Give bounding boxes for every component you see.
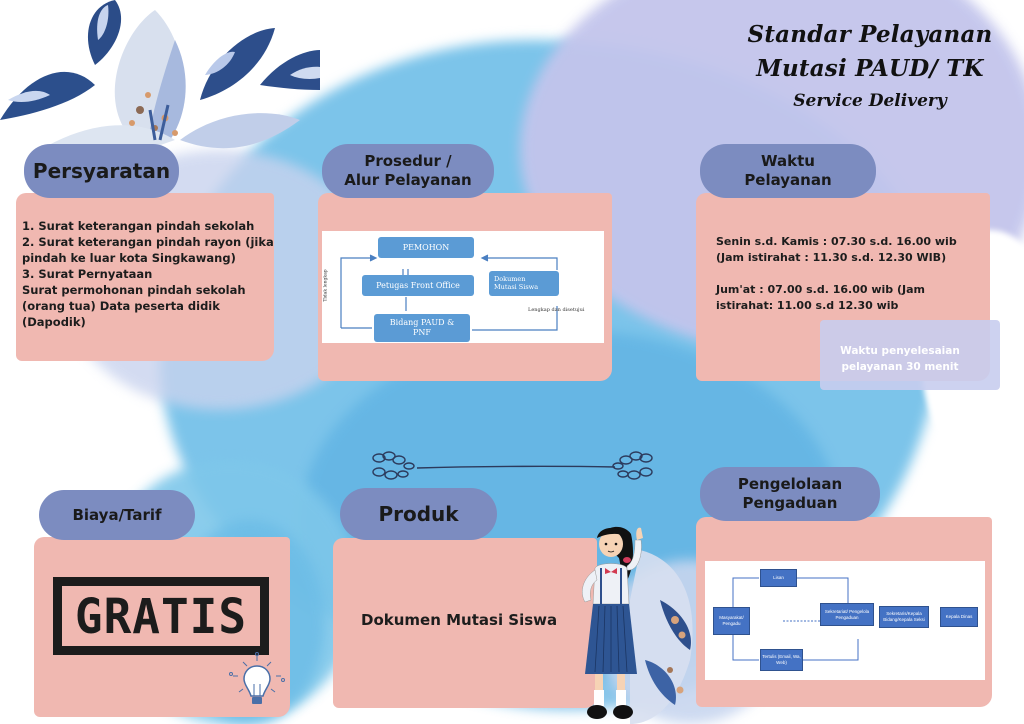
biaya-label: Biaya/Tarif (39, 490, 195, 540)
title-subtitle: Service Delivery (793, 91, 947, 111)
waktu-schedule: Senin s.d. Kamis : 07.30 s.d. 16.00 wib … (716, 234, 970, 314)
produk-card (333, 538, 597, 708)
prosedur-flowchart: PEMOHON Petugas Front Office Bidang PAUD… (322, 231, 604, 343)
flow-dokumen-line2: Mutasi Siswa (494, 282, 539, 291)
biaya-label-text: Biaya/Tarif (72, 505, 162, 524)
pengaduan-label-line2: Pengaduan (742, 494, 838, 512)
flower-illustration-icon (0, 0, 320, 158)
waktu-label-line2: Pelayanan (744, 171, 832, 189)
schedule-mon-thu: Senin s.d. Kamis : 07.30 s.d. 16.00 wib … (716, 235, 957, 264)
waktu-completion-overlay (820, 320, 1000, 390)
gratis-text: GRATIS (74, 587, 248, 645)
flow-sekretaris-kabid: Sekretaris/Kepala Bidang/Kepala Seksi (879, 606, 929, 628)
flow-pemohon: PEMOHON (378, 237, 474, 258)
waktu-label-line1: Waktu (761, 152, 815, 171)
waktu-label: Waktu Pelayanan (700, 144, 876, 198)
flow-tertulis: Tertulis (Email, Wa, Web) (760, 649, 803, 671)
flow-dokumen-mutasi: Dokumen Mutasi Siswa (489, 271, 559, 296)
persyaratan-label: Persyaratan (24, 144, 179, 198)
prosedur-label-line1: Prosedur / (364, 152, 452, 171)
ornament-divider-icon (372, 451, 653, 480)
flow-bidang-line1: Bidang PAUD & (389, 318, 455, 328)
flow-bidang-line2: PNF (413, 328, 431, 337)
flow-sekretariat: Sekretariat/ Pengelola Pengaduan (820, 603, 874, 626)
flow-dokumen-line1: Dokumen (494, 274, 526, 283)
persyaratan-item: 2. Surat keterangan pindah rayon (jika p… (22, 235, 274, 265)
flow-bidang-paud: Bidang PAUD & PNF (374, 314, 470, 342)
prosedur-label-line2: Alur Pelayanan (344, 171, 472, 189)
flow-tidak-lengkap-label: Tidak lengkap (323, 269, 329, 302)
produk-value: Dokumen Mutasi Siswa (361, 611, 558, 629)
pengaduan-label: Pengelolaan Pengaduan (700, 467, 880, 521)
schedule-fri: Jum'at : 07.00 s.d. 16.00 wib (Jam istir… (716, 283, 925, 312)
flow-approved-label: Lengkap dan disetujui (528, 307, 585, 313)
persyaratan-item: 3. Surat Pernyataan (22, 267, 153, 281)
produk-label-text: Produk (378, 501, 459, 526)
persyaratan-list: 1. Surat keterangan pindah sekolah 2. Su… (22, 218, 280, 330)
flow-front-office: Petugas Front Office (362, 275, 474, 296)
gratis-stamp: GRATIS (53, 577, 269, 655)
prosedur-flow-arrows (340, 254, 558, 331)
prosedur-label: Prosedur / Alur Pelayanan (322, 144, 494, 198)
completion-line1: Waktu penyelesaian (840, 345, 960, 357)
completion-line2: pelayanan 30 menit (841, 361, 959, 373)
flower-illustration-icon (630, 550, 693, 724)
persyaratan-label-text: Persyaratan (32, 158, 171, 183)
persyaratan-item: Surat permohonan pindah sekolah (orang t… (22, 283, 246, 329)
flow-kepala-dinas: Kepala Dinas (940, 607, 978, 627)
title-line-2: Mutasi PAUD/ TK (756, 55, 984, 82)
pengaduan-label-line1: Pengelolaan (737, 475, 843, 494)
produk-label: Produk (340, 488, 497, 540)
flow-masyarakat: Masyarakat/ Pengadu (713, 607, 750, 635)
waktu-completion: Waktu penyelesaian pelayanan 30 menit (835, 343, 965, 375)
pengaduan-flowchart: Lisan Masyarakat/ Pengadu Sekretariat/ P… (705, 561, 985, 680)
flow-lisan: Lisan (760, 569, 797, 587)
lightbulb-icon (229, 652, 285, 704)
schoolgirl-illustration-icon (582, 526, 643, 719)
page-title: Standar Pelayanan Mutasi PAUD/ TK Servic… (730, 18, 1010, 114)
persyaratan-item: 1. Surat keterangan pindah sekolah (22, 219, 255, 233)
title-line-1: Standar Pelayanan (747, 21, 993, 48)
persyaratan-card (16, 193, 274, 361)
